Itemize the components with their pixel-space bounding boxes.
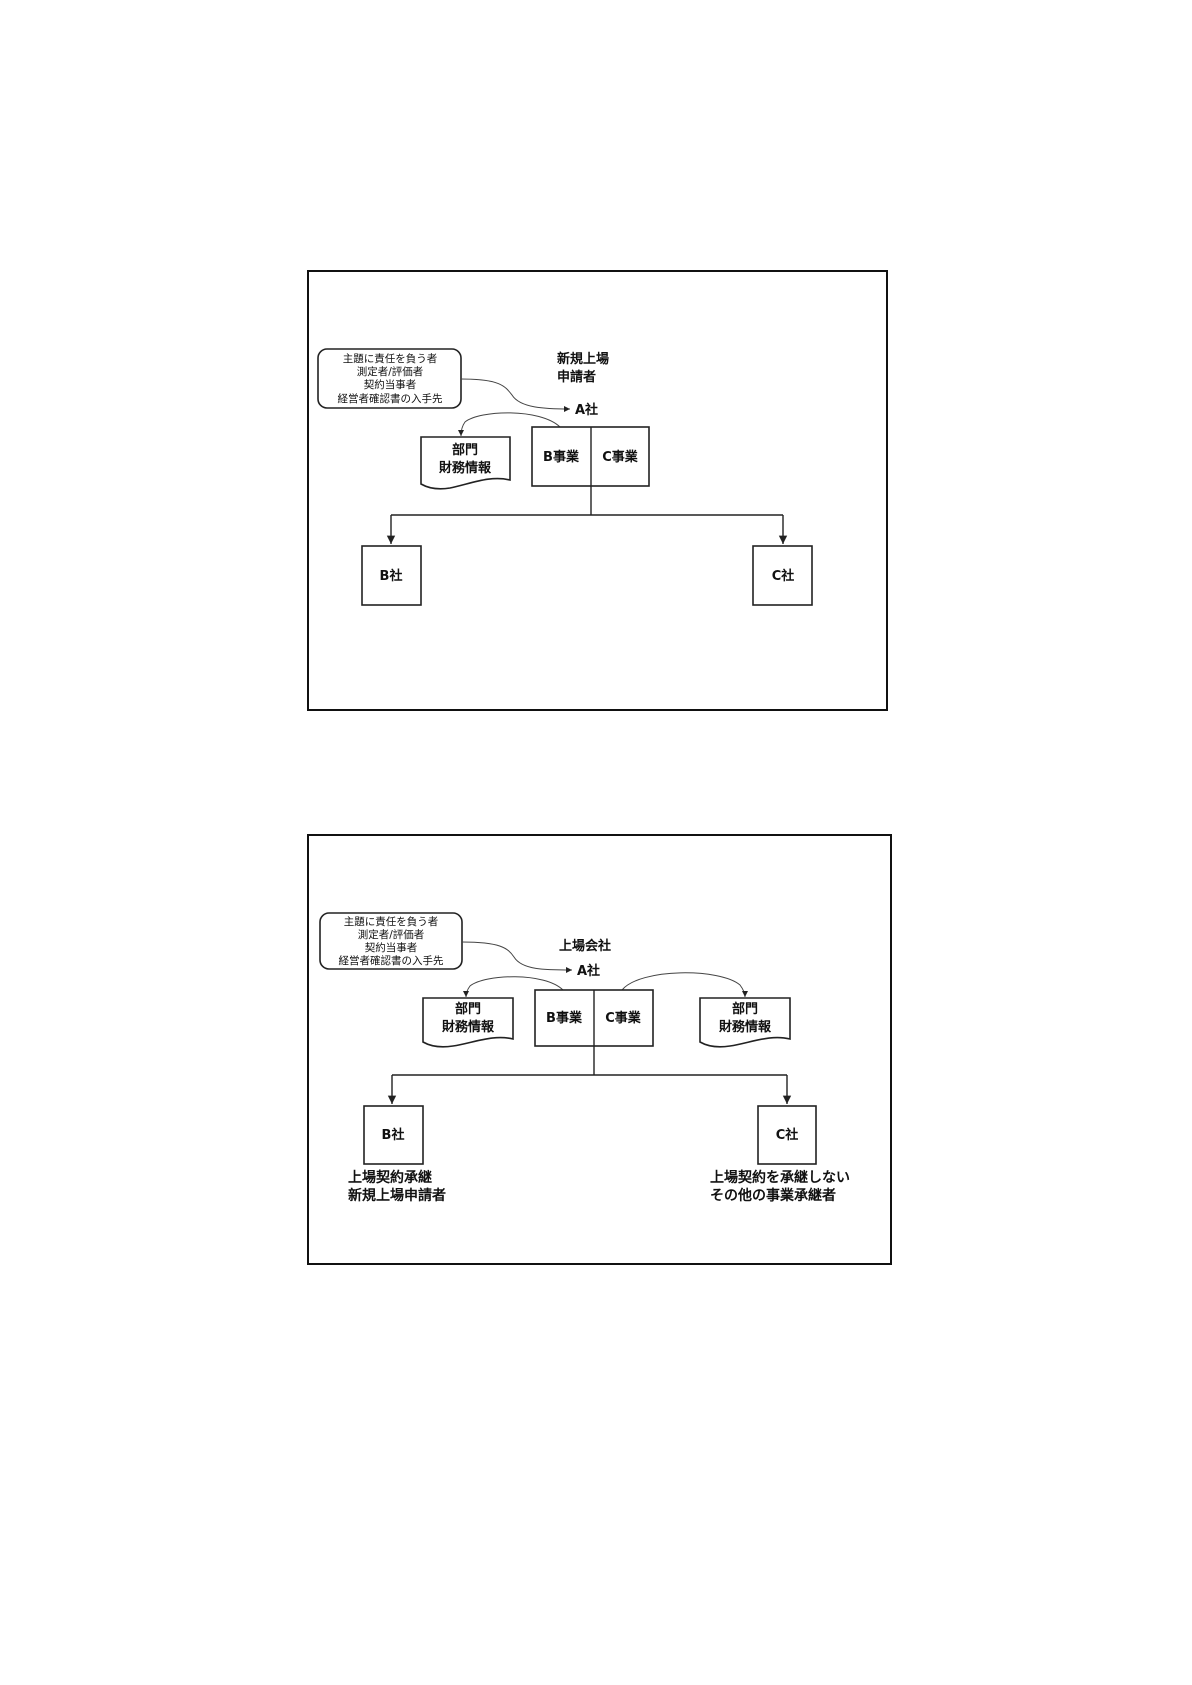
- segment-arrow: [458, 412, 561, 437]
- segment-arrow-left: [463, 976, 564, 998]
- company-b-note: 新規上場申請者: [348, 1187, 446, 1204]
- callout-arrow: [460, 378, 571, 412]
- callout-line: 主題に責任を負う者: [343, 352, 438, 365]
- company-b-label: B社: [380, 568, 403, 584]
- business-box: B事業 C事業: [531, 426, 650, 487]
- company-b-note: 上場契約承継: [348, 1169, 432, 1186]
- callout-line: 契約当事者: [364, 378, 417, 391]
- callout-line: 契約当事者: [365, 941, 418, 954]
- callout-line: 測定者/評価者: [357, 365, 424, 378]
- diagram-2: 主題に責任を負う者 測定者/評価者 契約当事者 経営者確認書の入手先 上場会社 …: [307, 834, 892, 1265]
- company-c-note: その他の事業承継者: [710, 1187, 836, 1204]
- company-c-box: [757, 1105, 817, 1165]
- doc-line: 財務情報: [441, 1019, 495, 1035]
- callout-line: 測定者/評価者: [358, 928, 425, 941]
- segment-arrow-right: [621, 972, 748, 998]
- status-label: 新規上場: [557, 351, 609, 367]
- doc-line: 部門: [732, 1001, 758, 1017]
- business-b-label: B事業: [543, 449, 580, 465]
- responsible-party-callout: 主題に責任を負う者 測定者/評価者 契約当事者 経営者確認書の入手先: [317, 348, 462, 409]
- company-b-box: [363, 1105, 424, 1165]
- doc-line: 部門: [452, 442, 478, 458]
- callout-line: 経営者確認書の入手先: [338, 392, 443, 405]
- company-c-box: [752, 545, 813, 606]
- doc-line: 部門: [455, 1001, 481, 1017]
- company-b-box: [361, 545, 422, 606]
- callout-line: 主題に責任を負う者: [344, 915, 439, 928]
- callout-arrow: [461, 941, 573, 973]
- company-b-label: B社: [382, 1127, 405, 1143]
- segment-financial-info-doc-left: 部門 財務情報: [422, 997, 514, 1048]
- segment-financial-info-doc: 部門 財務情報: [420, 436, 511, 490]
- diagram-1: 主題に責任を負う者 測定者/評価者 契約当事者 経営者確認書の入手先 新規上場 …: [307, 270, 888, 711]
- segment-financial-info-doc-right: 部門 財務情報: [699, 997, 791, 1048]
- doc-line: 財務情報: [438, 460, 492, 476]
- split-connector: [392, 1046, 787, 1076]
- company-c-note: 上場契約を承継しない: [710, 1169, 850, 1186]
- company-c-label: C社: [776, 1127, 799, 1143]
- business-c-label: C事業: [605, 1010, 642, 1026]
- status-label: 上場会社: [559, 938, 611, 954]
- company-a-label: A社: [575, 402, 598, 418]
- split-connector: [391, 486, 783, 516]
- diagram-2-frame: [307, 834, 892, 1265]
- callout-line: 経営者確認書の入手先: [339, 954, 444, 967]
- responsible-party-callout: 主題に責任を負う者 測定者/評価者 契約当事者 経営者確認書の入手先: [319, 912, 463, 970]
- company-c-label: C社: [772, 568, 795, 584]
- status-label: 申請者: [557, 369, 596, 385]
- company-a-label: A社: [577, 963, 600, 979]
- diagram-1-frame: [307, 270, 888, 711]
- doc-line: 財務情報: [718, 1019, 772, 1035]
- business-c-label: C事業: [602, 449, 639, 465]
- business-box: B事業 C事業: [534, 989, 654, 1047]
- business-b-label: B事業: [546, 1010, 583, 1026]
